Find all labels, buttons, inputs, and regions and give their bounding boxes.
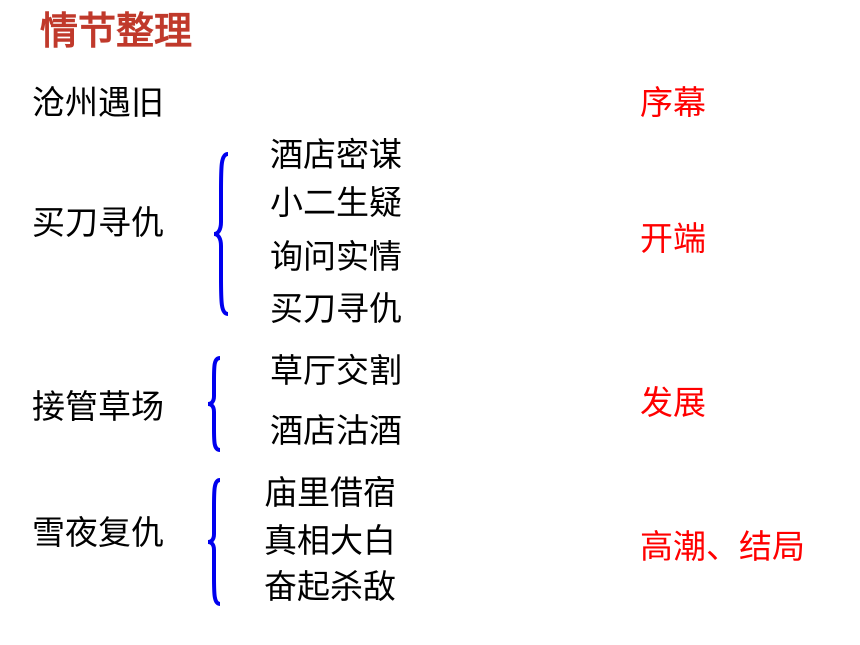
plot-main-3: 雪夜复仇 [32, 513, 164, 552]
plot-main-2: 接管草场 [32, 387, 164, 426]
page-title: 情节整理 [40, 9, 193, 53]
plot-sub-3-0: 庙里借宿 [264, 473, 396, 512]
plot-stage-1: 开端 [640, 219, 706, 258]
plot-sub-1-0: 酒店密谋 [270, 135, 402, 174]
plot-sub-1-2: 询问实情 [270, 237, 402, 276]
plot-main-1: 买刀寻仇 [32, 203, 164, 242]
plot-stage-0: 序幕 [640, 83, 706, 122]
plot-sub-1-1: 小二生疑 [270, 183, 402, 222]
left-brace-icon [207, 478, 221, 606]
plot-sub-2-1: 酒店沽酒 [270, 411, 402, 450]
plot-sub-3-1: 真相大白 [264, 521, 396, 560]
left-brace-icon [213, 152, 229, 316]
plot-sub-3-2: 奋起杀敌 [264, 567, 396, 606]
left-brace-icon [207, 356, 221, 452]
plot-stage-2: 发展 [640, 383, 706, 422]
plot-stage-3: 高潮、结局 [640, 527, 805, 566]
plot-main-0: 沧州遇旧 [32, 83, 164, 122]
plot-sub-1-3: 买刀寻仇 [270, 289, 402, 328]
plot-sub-2-0: 草厅交割 [270, 351, 402, 390]
